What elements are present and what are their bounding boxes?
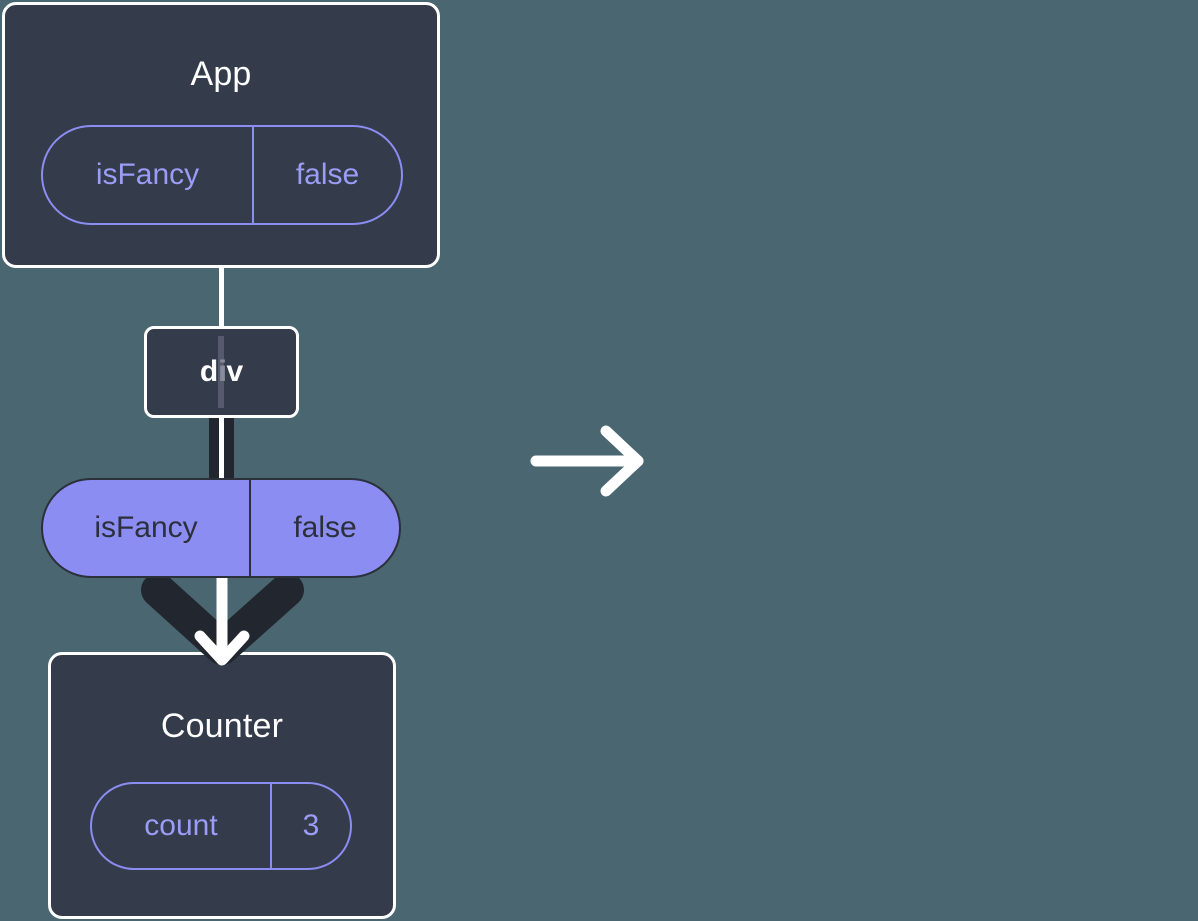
app-state-key-before: isFancy: [95, 158, 200, 191]
counter-state-value-before: 3: [270, 784, 350, 868]
connector-div-to-props-before: [209, 415, 234, 485]
panel-before: App isFancy false div isFancy false: [0, 0, 450, 921]
app-state-pill-before: isFancy false: [41, 125, 403, 225]
panel-after: App isFancy true div isFancy true: [738, 0, 1198, 921]
app-card-title-before: App: [190, 55, 252, 93]
props-value-before: false: [249, 480, 399, 576]
props-flow-arrow-before: [140, 570, 305, 675]
connector-through-div-before: [218, 336, 224, 408]
props-key-before: isFancy: [94, 511, 198, 544]
connector-app-to-div-before: [214, 268, 229, 328]
counter-state-key-before: count: [144, 809, 218, 842]
props-pill-before: isFancy false: [41, 478, 401, 578]
app-state-value-before: false: [252, 127, 401, 223]
counter-state-pill-before: count 3: [90, 782, 352, 870]
counter-card-title-before: Counter: [160, 707, 284, 745]
transition-right-arrow-icon: [530, 425, 650, 497]
